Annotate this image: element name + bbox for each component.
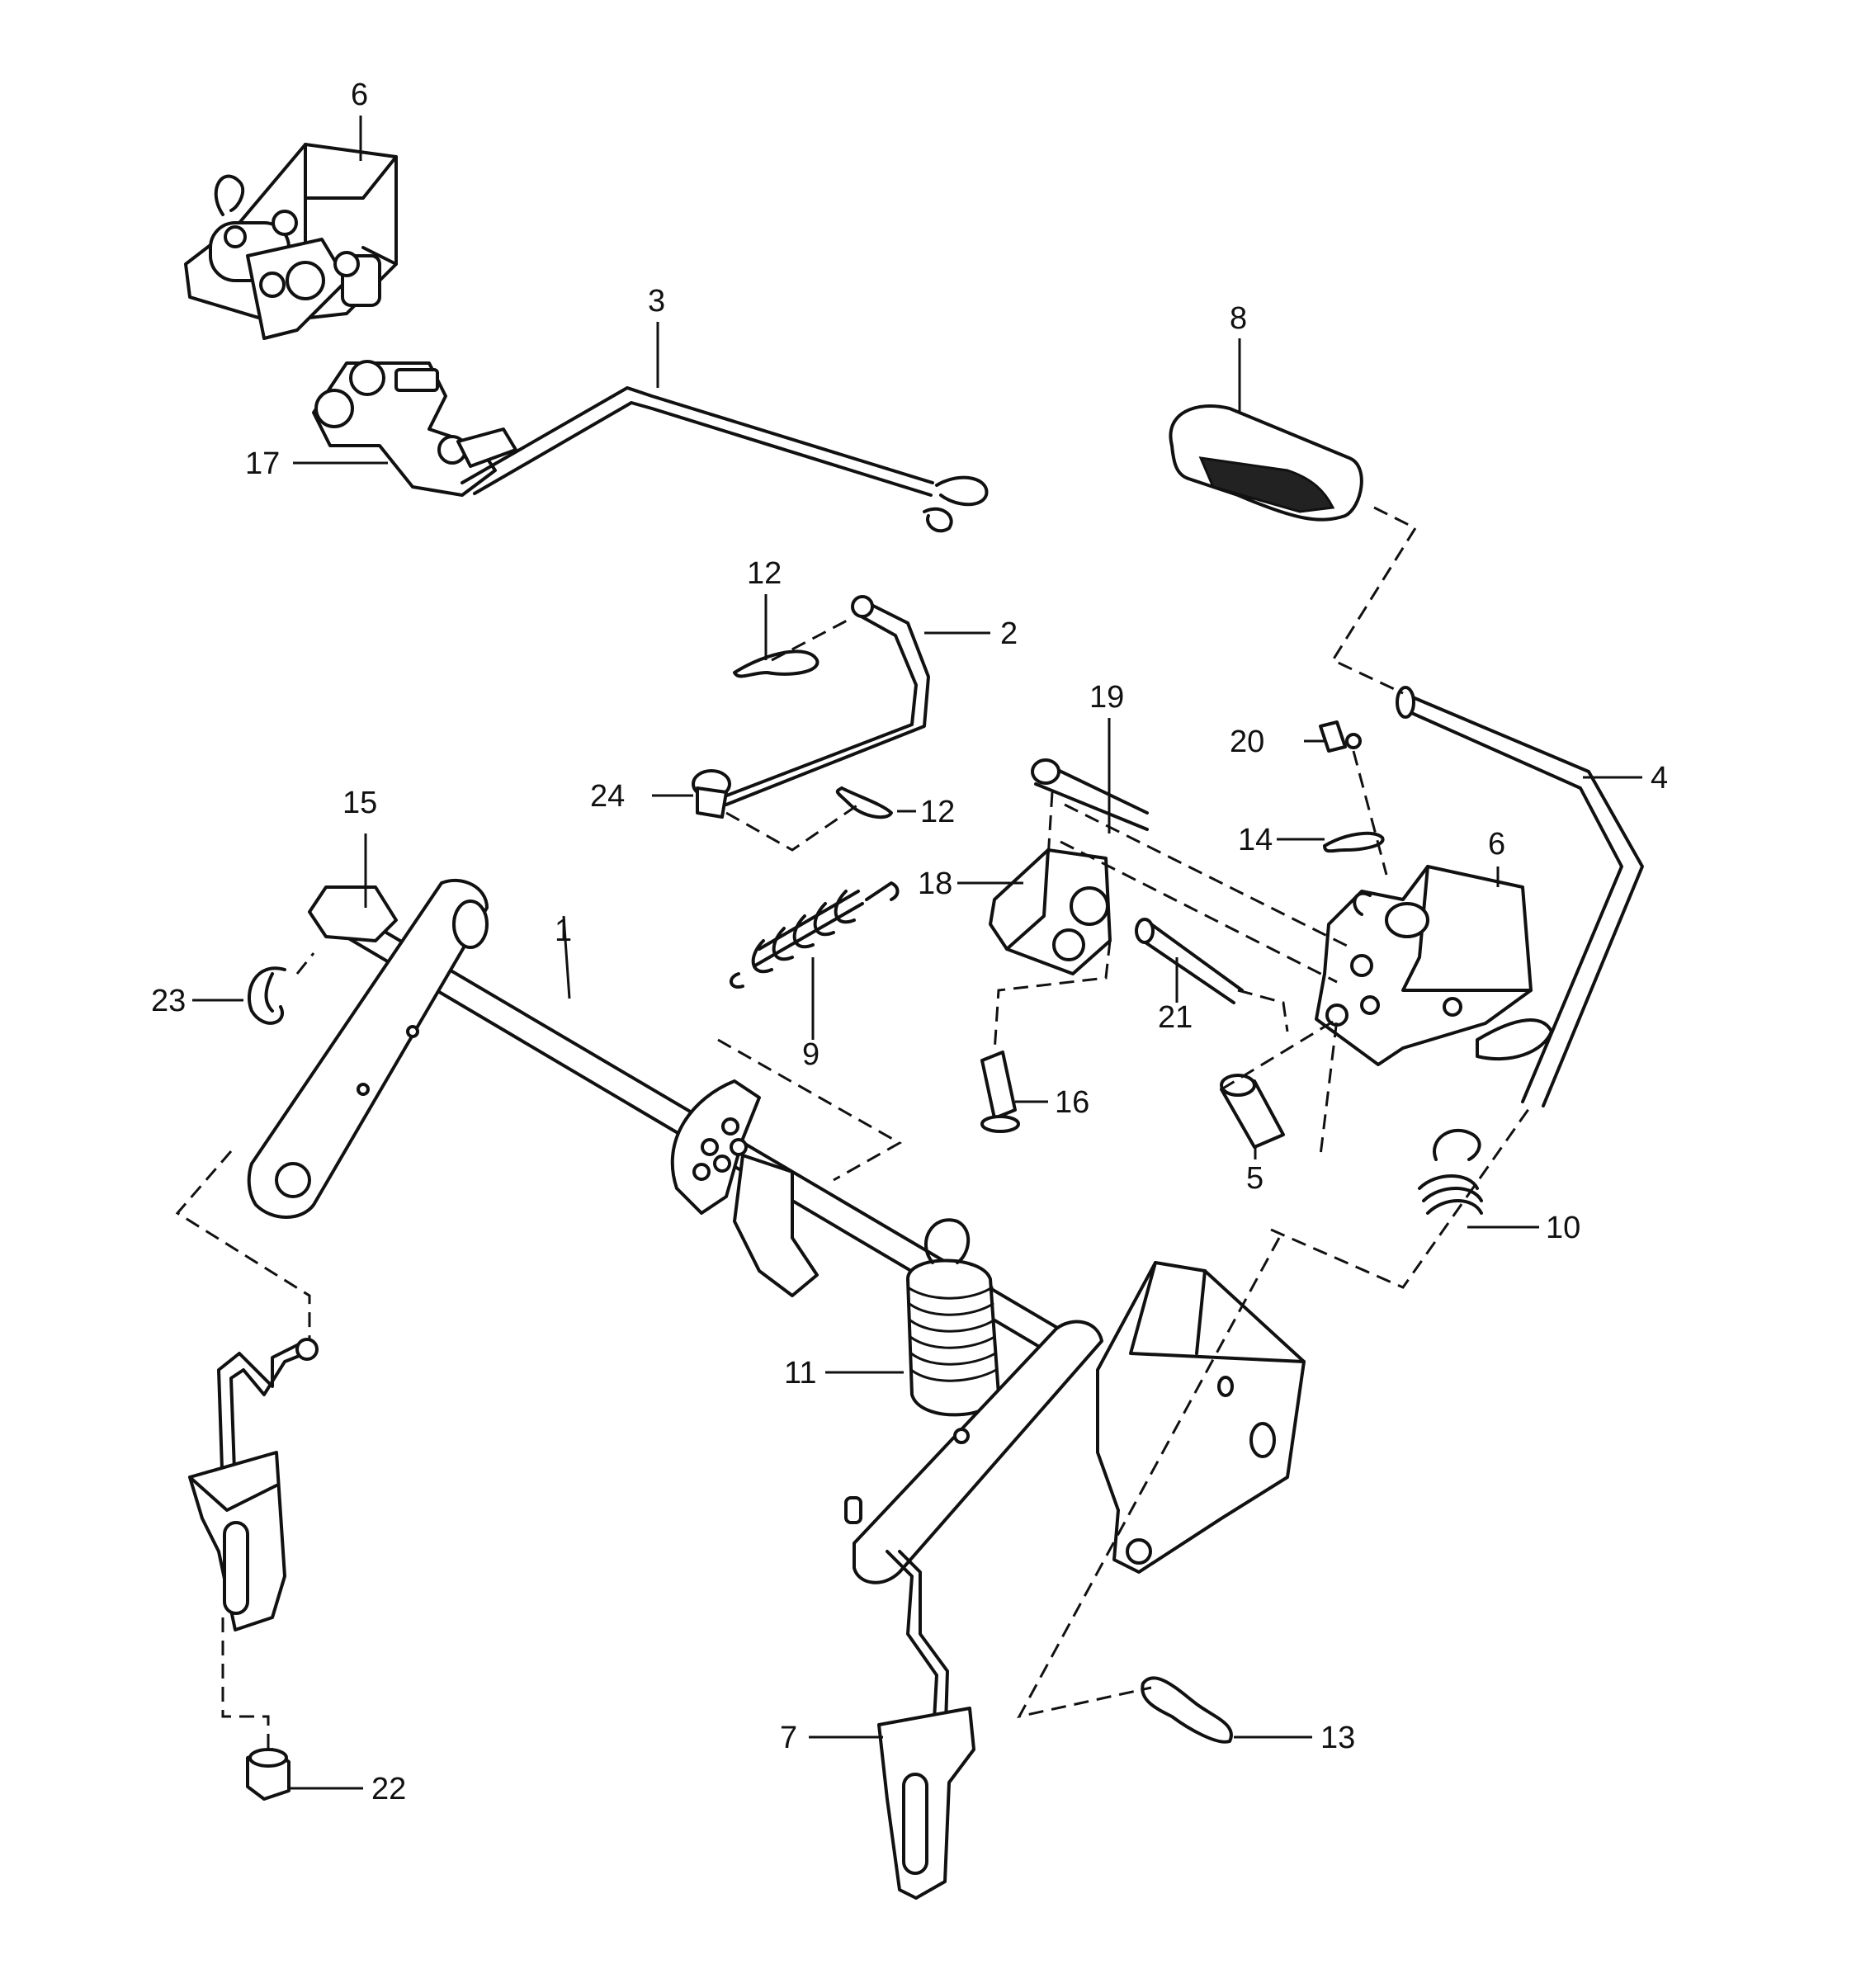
pivot-rod: [1031, 758, 1149, 831]
adjuster-link-center: [877, 1550, 975, 1900]
callout-22: 22: [371, 1772, 406, 1806]
callout-11: 11: [784, 1356, 816, 1391]
bolt-20: [1319, 720, 1362, 753]
callout-18: 18: [918, 867, 952, 901]
bracket-right: [1315, 865, 1553, 1066]
callout-16: 16: [1055, 1085, 1089, 1120]
callout-24: 24: [590, 779, 625, 814]
hairpin-clip-top: [733, 649, 820, 678]
handle-grip: [1169, 404, 1363, 522]
callout-21: 21: [1158, 1000, 1193, 1035]
leader-lines: [192, 116, 1642, 1790]
hairpin-clip-mid: [835, 786, 893, 819]
callout-3: 3: [648, 284, 665, 319]
callout-2: 2: [1000, 616, 1018, 651]
callout-20: 20: [1230, 725, 1264, 759]
callout-6-top: 6: [351, 78, 368, 112]
assembly-guide-lines: [175, 506, 1533, 1750]
pivot-block: [989, 848, 1112, 975]
bracket-assembly-top: [184, 143, 398, 340]
callout-15: 15: [342, 786, 377, 820]
callout-23: 23: [151, 984, 186, 1018]
handle-rod: [1396, 686, 1644, 1107]
callout-6-right: 6: [1488, 827, 1505, 862]
callout-4: 4: [1651, 761, 1668, 796]
spacer-5: [1220, 1074, 1285, 1149]
e-clip: [247, 966, 286, 1025]
callout-labels: 6 3 8 17 12 2 19 20 4 12 24 15 6 14 18 1…: [151, 78, 1668, 1806]
callout-17: 17: [245, 446, 280, 481]
callout-12-mid: 12: [920, 795, 955, 829]
callout-5: 5: [1246, 1161, 1263, 1196]
pin-16: [980, 1051, 1020, 1133]
clevis-pin: [692, 769, 731, 819]
callout-10: 10: [1546, 1211, 1580, 1245]
rod-2: [723, 595, 930, 806]
hairpin-14: [1323, 831, 1385, 853]
callout-8: 8: [1230, 301, 1247, 336]
bolt-21: [1135, 918, 1244, 1004]
torsion-spring: [1418, 1128, 1483, 1215]
callout-1: 1: [555, 914, 572, 948]
rod-3: [461, 386, 989, 533]
spring-9: [730, 881, 900, 989]
quadrant-plate: [670, 1079, 819, 1297]
callout-13: 13: [1320, 1721, 1355, 1755]
nut-22: [246, 1748, 290, 1801]
adjuster-link-left: [188, 1338, 319, 1631]
callout-12-top: 12: [747, 556, 782, 591]
callout-7: 7: [780, 1721, 797, 1755]
callout-14: 14: [1238, 823, 1273, 857]
hairpin-13: [1141, 1676, 1233, 1744]
right-lever: [844, 1320, 1103, 1584]
linkage-bracket: [312, 360, 517, 497]
callout-9: 9: [802, 1037, 820, 1072]
frame-bracket: [1096, 1261, 1306, 1574]
callout-19: 19: [1089, 680, 1124, 715]
